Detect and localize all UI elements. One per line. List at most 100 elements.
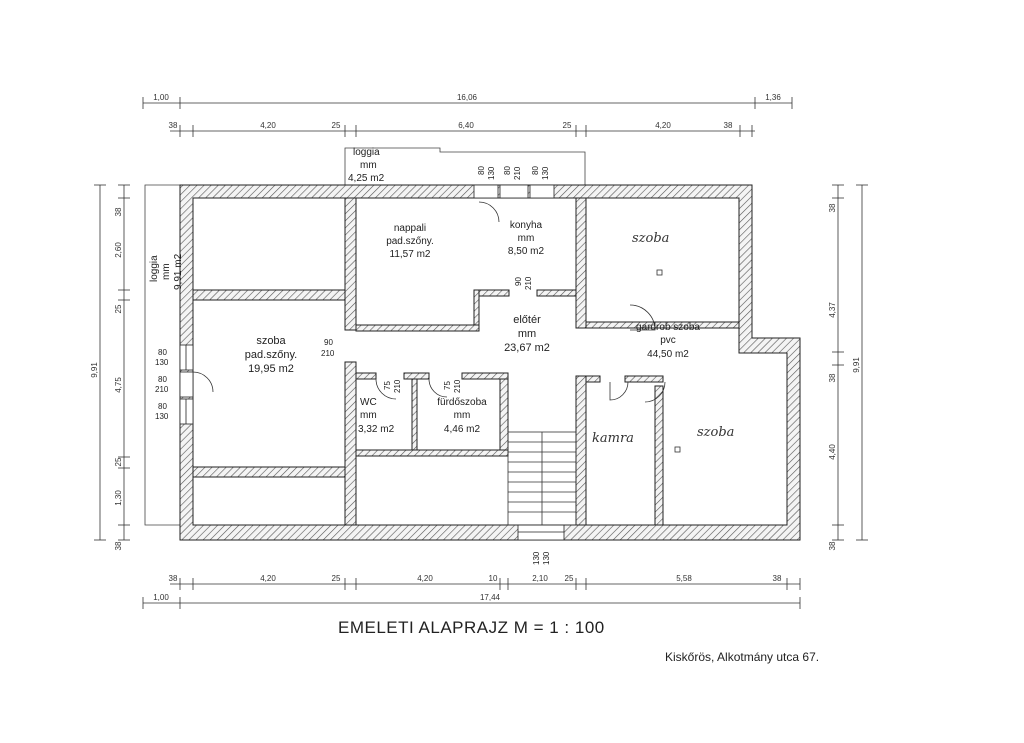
gardrob-area: 44,50 m2 — [647, 349, 689, 360]
wall-h8 — [403, 372, 430, 380]
wc-door-w: 75 — [383, 381, 392, 390]
dim-top-inner-6: 4,20 — [655, 121, 671, 130]
dim-top-inner-2: 4,20 — [260, 121, 276, 130]
wall-h7 — [355, 372, 377, 380]
gardrob-name: gardrob szoba — [636, 322, 700, 333]
dim-right-2: 4,37 — [828, 302, 837, 318]
dim-top-inner-7: 38 — [724, 121, 733, 130]
dim-top-outer-1: 1,00 — [153, 93, 169, 102]
left-window-2 — [179, 398, 194, 425]
wall-h1 — [192, 289, 346, 301]
room-labels: loggia mm 4,25 m2 loggia mm 9,91 m2 napp… — [149, 147, 734, 446]
dim-left-1: 38 — [114, 207, 123, 216]
dim-bottom-inner-2: 4,20 — [260, 574, 276, 583]
konyha-finish: mm — [518, 233, 535, 244]
dim-top-inner-1: 38 — [169, 121, 178, 130]
gardrob-finish: pvc — [660, 335, 676, 346]
loggia-side-finish: mm — [161, 263, 172, 280]
dim-left-3: 25 — [114, 304, 123, 313]
wc-door-h: 210 — [393, 379, 402, 393]
top-window-2 — [529, 184, 555, 199]
wall-h4 — [536, 289, 577, 297]
marker-square-1 — [656, 269, 663, 276]
dim-bottom-inner-7: 25 — [565, 574, 574, 583]
left-win2-h: 130 — [155, 412, 169, 421]
top-win1-w: 80 — [477, 166, 486, 175]
handwritten-kamra: kamra — [592, 431, 634, 446]
szoba-left-name: szoba — [256, 335, 286, 347]
szoba-left-area: 19,95 m2 — [248, 363, 294, 375]
top-door-w: 80 — [503, 166, 512, 175]
wall-h2 — [355, 324, 480, 332]
stairs — [507, 431, 577, 526]
wall-h11 — [585, 375, 601, 383]
bottom-win-w: 130 — [532, 551, 541, 565]
dim-bottom-inner-8: 5,58 — [676, 574, 692, 583]
dim-bottom-inner-5: 10 — [489, 574, 498, 583]
loggia-outlines — [144, 147, 586, 526]
dim-left-2: 2,60 — [114, 242, 123, 258]
wall-v5 — [575, 375, 587, 526]
nappali-area: 11,57 m2 — [390, 249, 431, 260]
furdo-finish: mm — [454, 410, 471, 421]
wall-h6 — [192, 466, 346, 478]
nappali-name: nappali — [394, 223, 426, 234]
konyha-name: konyha — [510, 220, 543, 231]
dim-right-1: 38 — [828, 203, 837, 212]
dim-left-total: 9,91 — [90, 362, 99, 378]
wall-v2 — [344, 361, 357, 526]
wall-v6 — [654, 385, 664, 526]
left-door-w: 80 — [158, 375, 167, 384]
dim-bottom-inner-9: 38 — [773, 574, 782, 583]
loggia-top-name: loggia — [353, 147, 380, 158]
furdo-door-w: 75 — [443, 381, 452, 390]
wall-v4 — [575, 197, 587, 329]
dim-left-6: 1,30 — [114, 490, 123, 506]
dim-top-outer-3: 1,36 — [765, 93, 781, 102]
loggia-side-name: loggia — [149, 255, 160, 282]
dim-bottom-outer-1: 1,00 — [153, 593, 169, 602]
eloter-finish: mm — [518, 328, 536, 340]
dimension-lines — [94, 97, 868, 609]
inner-door-w: 90 — [324, 338, 333, 347]
left-window-1 — [179, 344, 194, 371]
loggia-side-area: 9,91 m2 — [173, 253, 184, 290]
handwritten-szoba-right: szoba — [697, 425, 734, 440]
wall-h10 — [355, 449, 509, 457]
loggia-top-finish: mm — [360, 160, 377, 171]
left-door — [179, 371, 194, 398]
wc-name: WC — [360, 397, 377, 408]
left-win1-w: 80 — [158, 348, 167, 357]
top-win2-h: 130 — [541, 166, 550, 180]
opening-labels: 80 130 80 210 80 130 90 210 80 130 80 21… — [155, 166, 551, 565]
left-door-h: 210 — [155, 385, 169, 394]
dim-bottom-inner-1: 38 — [169, 574, 178, 583]
dim-right-3: 38 — [828, 373, 837, 382]
left-win1-h: 130 — [155, 358, 169, 367]
drawing-title: EMELETI ALAPRAJZ M = 1 : 100 — [338, 618, 605, 637]
dim-top-outer-2: 16,06 — [457, 93, 478, 102]
wc-area: 3,32 m2 — [358, 424, 395, 435]
dim-bottom-outer-2: 17,44 — [480, 593, 501, 602]
szoba-left-finish: pad.szőny. — [245, 349, 297, 361]
top-window-1 — [473, 184, 499, 199]
furdo-door-h: 210 — [453, 379, 462, 393]
dim-bottom-inner-3: 25 — [332, 574, 341, 583]
bottom-win-h: 130 — [542, 551, 551, 565]
wall-h12 — [624, 375, 664, 383]
wall-v7 — [411, 375, 418, 455]
dim-right-total: 9,91 — [852, 357, 861, 373]
openings — [179, 184, 565, 541]
top-win2-w: 80 — [531, 166, 540, 175]
handwritten-szoba-top: szoba — [632, 231, 669, 246]
walls — [179, 184, 801, 541]
wall-v3 — [473, 289, 480, 331]
left-win2-w: 80 — [158, 402, 167, 411]
dim-top-inner-4: 6,40 — [458, 121, 474, 130]
dim-top-inner-3: 25 — [332, 121, 341, 130]
exterior-wall — [179, 184, 801, 541]
wall-h3 — [478, 289, 510, 297]
wc-finish: mm — [360, 410, 377, 421]
marker-square-2 — [674, 446, 681, 453]
